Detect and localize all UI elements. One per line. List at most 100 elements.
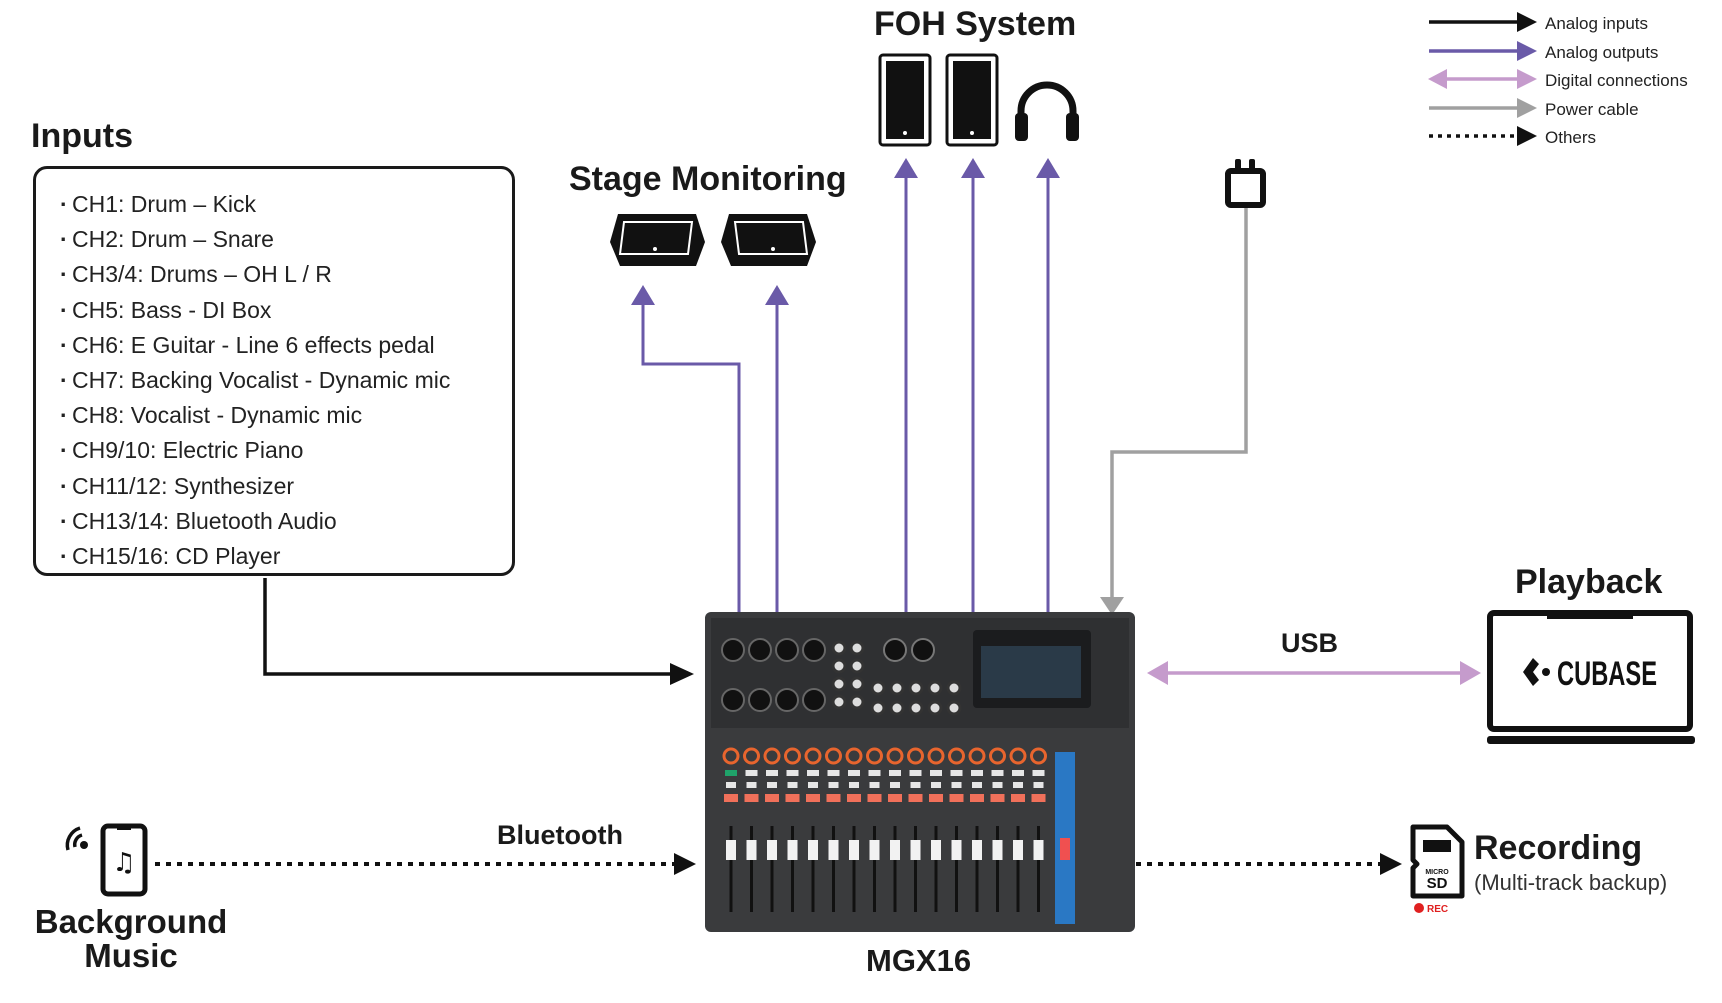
channel-button [910, 782, 921, 788]
gain-knob [927, 747, 945, 765]
gain-knob [989, 747, 1006, 765]
line-jack [831, 694, 847, 710]
smartphone-music-icon: ♫ [100, 823, 148, 897]
line-jack [849, 694, 865, 710]
power-plug-icon [1225, 159, 1266, 208]
line-jack [849, 676, 865, 692]
mute-button [1031, 794, 1046, 802]
channel-button [808, 782, 818, 788]
usb-label: USB [1281, 628, 1339, 658]
channel-button [849, 782, 859, 788]
trs-output-jack [946, 680, 962, 696]
background-music-title: Background Music [31, 905, 231, 973]
trs-output-jack [927, 680, 943, 696]
fader-cap [808, 840, 818, 860]
fader-cap [767, 840, 777, 860]
mute-button [847, 794, 861, 802]
channel-button [930, 770, 942, 776]
legend-line-analog-inputs [1429, 12, 1537, 32]
trs-output-jack [889, 700, 905, 716]
svg-text:♫: ♫ [112, 848, 135, 878]
channel-button [848, 770, 860, 776]
microsd-card-icon: MICRO SD REC [1410, 824, 1465, 914]
mixer-mgx16 [705, 612, 1135, 932]
mute-button [888, 794, 902, 802]
channel-button [991, 770, 1004, 776]
mute-button [744, 794, 759, 802]
card-line2: SD [1427, 875, 1448, 892]
playback-title: Playback [1515, 563, 1663, 601]
stage-monitor-speakers [610, 214, 816, 266]
gain-knob [866, 747, 883, 765]
mute-button [908, 794, 923, 802]
stage-monitoring-title: Stage Monitoring [569, 160, 847, 198]
channel-item: CH5: Bass - DI Box [60, 293, 512, 328]
card-line1: MICRO [1425, 869, 1449, 876]
arrowhead-headphones [1036, 158, 1060, 178]
recording-title: Recording [1474, 829, 1643, 867]
trs-output-jack [946, 700, 962, 716]
fader-cap [951, 840, 962, 860]
channel-item: CH11/12: Synthesizer [60, 469, 512, 504]
channel-button [889, 770, 901, 776]
legend-label: Analog outputs [1545, 42, 1659, 62]
gain-knob [804, 747, 822, 765]
fader-cap [931, 840, 941, 860]
arrowhead-bluetooth [674, 853, 696, 875]
arrowhead-recording [1380, 853, 1402, 875]
fader-cap [869, 840, 880, 860]
xlr-output-jack [911, 638, 935, 662]
channel-button [807, 770, 819, 776]
gain-knob [968, 747, 986, 765]
background-music-line2: Music [84, 937, 178, 974]
mute-button [1011, 794, 1025, 802]
legend-line-analog-outputs [1429, 40, 1537, 61]
mute-button [785, 794, 800, 802]
channel-button [992, 782, 1003, 788]
laptop-icon: CUBASE [1487, 610, 1695, 744]
channel-button [950, 770, 963, 776]
cubase-label: CUBASE [1557, 655, 1657, 693]
xlr-output-jack [883, 638, 907, 662]
channel-button [869, 782, 880, 788]
foh-system-title: FOH System [874, 5, 1077, 43]
fader-cap [726, 840, 736, 860]
channel-button [931, 782, 941, 788]
channel-item: CH8: Vocalist - Dynamic mic [60, 398, 512, 433]
mute-button [867, 794, 882, 802]
arrowhead-power [1100, 597, 1124, 615]
channel-button [1013, 782, 1023, 788]
channel-item: CH13/14: Bluetooth Audio [60, 504, 512, 539]
gain-knob [722, 747, 740, 765]
legend-line-others [1429, 126, 1537, 146]
fader-cap [992, 840, 1003, 860]
channel-item: CH3/4: Drums – OH L / R [60, 257, 512, 292]
bluetooth-label: Bluetooth [497, 820, 623, 850]
channel-list: CH1: Drum – KickCH2: Drum – SnareCH3/4: … [60, 187, 512, 574]
xlr-combo-jack [721, 688, 745, 712]
gain-knob [743, 747, 760, 765]
channel-button [726, 782, 736, 788]
channel-button [972, 782, 982, 788]
fader-cap [890, 840, 900, 860]
channel-button [971, 770, 983, 776]
fader-cap [1033, 840, 1044, 860]
trs-output-jack [927, 700, 943, 716]
mixer-name: MGX16 [866, 943, 972, 978]
xlr-combo-jack [775, 638, 799, 662]
mute-button [949, 794, 964, 802]
fader-cap [787, 840, 798, 860]
channel-item: CH6: E Guitar - Line 6 effects pedal [60, 328, 512, 363]
rec-label: REC [1427, 904, 1448, 914]
foh-speaker-icon [878, 53, 932, 147]
legend-line-digital-connections [1428, 69, 1537, 89]
arrowhead-usb-left [1147, 661, 1168, 685]
channel-button [767, 782, 777, 788]
fader-cap [849, 840, 859, 860]
background-music-line1: Background [34, 903, 228, 940]
channel-button [890, 782, 900, 788]
legend-label: Others [1545, 128, 1597, 147]
arrowhead-foh-2 [961, 158, 985, 178]
line-jack [831, 658, 847, 674]
legend-label: Analog inputs [1545, 14, 1649, 33]
